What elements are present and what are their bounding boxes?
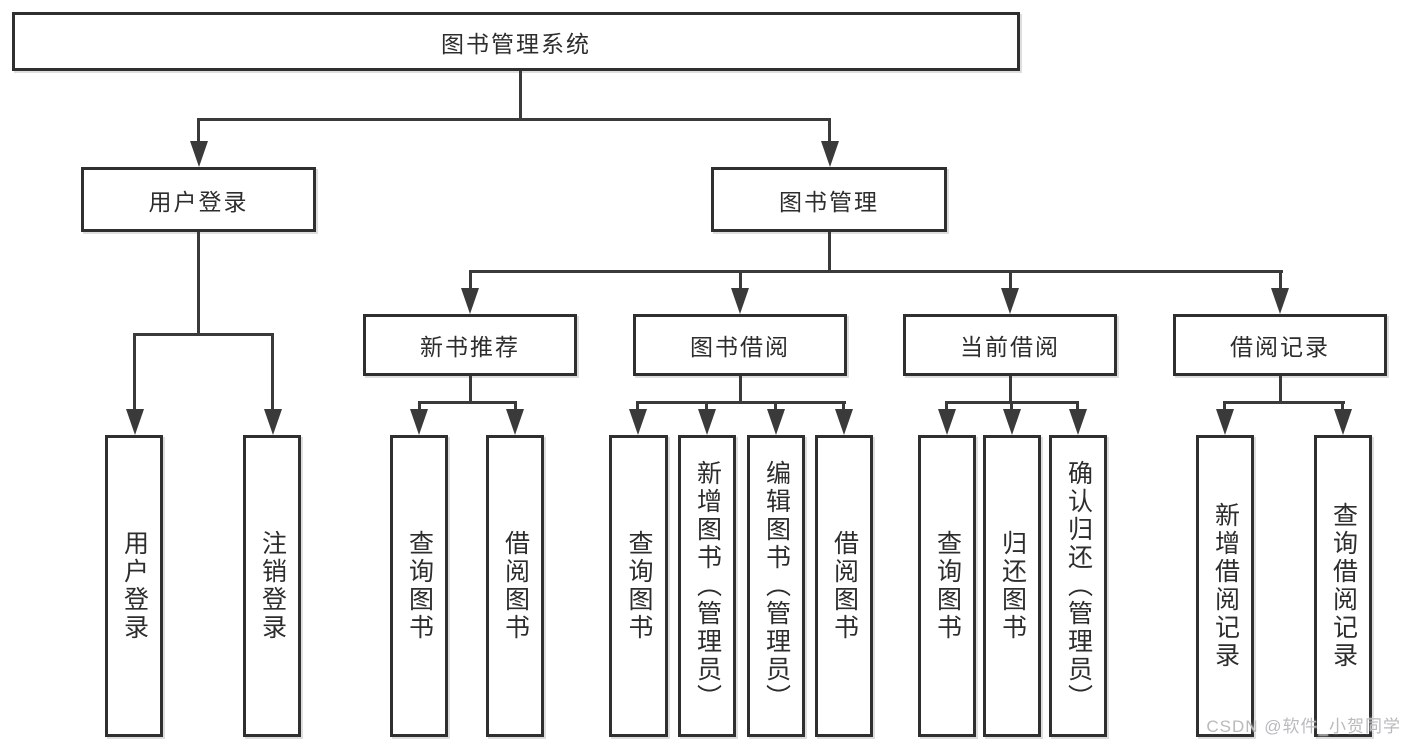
leaf-logout: 注销登录 <box>243 435 301 737</box>
arrow-down-icon <box>731 288 749 314</box>
leaf-user-login: 用户登录 <box>105 435 163 737</box>
arrow-down-icon <box>461 288 479 314</box>
connector-to-level3 <box>739 270 742 290</box>
arrow-down-icon <box>1334 409 1352 435</box>
arrow-down-icon <box>126 409 144 435</box>
arrow-down-icon <box>835 409 853 435</box>
connector-to-leaf <box>1076 401 1079 413</box>
connector-to-leaf <box>271 333 274 411</box>
connector-to-leaf <box>1341 401 1344 413</box>
node-borrow-record: 借阅记录 <box>1173 314 1387 376</box>
connector-borrow-record-split <box>1224 401 1345 404</box>
node-book-borrow: 图书借阅 <box>633 314 847 376</box>
connector-to-user-login <box>197 118 200 144</box>
arrow-down-icon <box>264 409 282 435</box>
arrow-down-icon <box>506 409 524 435</box>
connector-stub <box>1279 376 1282 404</box>
connector-stub <box>739 376 742 404</box>
csdn-watermark: CSDN @软件_小贺同学 <box>1206 717 1401 736</box>
leaf-query-books: 查询图书 <box>918 435 976 737</box>
connector-new-book-split <box>418 401 517 404</box>
connector-to-leaf <box>418 401 421 413</box>
arrow-down-icon <box>1271 288 1289 314</box>
leaf-return-books: 归还图书 <box>983 435 1041 737</box>
arrow-down-icon <box>1003 409 1021 435</box>
leaf-add-books-admin: 新增图书（管理员） <box>678 435 736 737</box>
arrow-down-icon <box>1216 409 1234 435</box>
leaf-edit-books-admin: 编辑图书（管理员） <box>747 435 805 737</box>
connector-to-level3 <box>1279 270 1282 290</box>
connector-root-stub <box>519 71 522 120</box>
node-new-book-recommend: 新书推荐 <box>363 314 577 376</box>
connector-user-login-split <box>133 333 274 336</box>
leaf-query-books: 查询图书 <box>609 435 668 737</box>
connector-level2-split <box>197 118 831 121</box>
leaf-query-books: 查询图书 <box>390 435 448 737</box>
leaf-query-borrow-record: 查询借阅记录 <box>1314 435 1372 737</box>
connector-to-leaf <box>705 401 708 413</box>
arrow-down-icon <box>698 409 716 435</box>
leaf-add-borrow-record: 新增借阅记录 <box>1196 435 1254 737</box>
connector-book-borrow-split <box>637 401 846 404</box>
connector-stub <box>1009 376 1012 404</box>
connector-user-login-stub <box>197 232 200 336</box>
arrow-down-icon <box>190 141 208 167</box>
connector-book-management-stub <box>828 232 831 272</box>
connector-to-level3 <box>469 270 472 290</box>
connector-to-level3 <box>1009 270 1012 290</box>
connector-to-leaf <box>1223 401 1226 413</box>
connector-level3-split <box>469 270 1283 273</box>
connector-to-leaf <box>133 333 136 411</box>
node-book-management: 图书管理 <box>711 167 947 232</box>
node-library-system: 图书管理系统 <box>12 12 1020 71</box>
arrow-down-icon <box>821 141 839 167</box>
arrow-down-icon <box>767 409 785 435</box>
connector-to-book-management <box>828 118 831 144</box>
node-user-login: 用户登录 <box>81 167 316 232</box>
arrow-down-icon <box>629 409 647 435</box>
leaf-confirm-return-admin: 确认归还（管理员） <box>1049 435 1107 737</box>
connector-to-leaf <box>945 401 948 413</box>
leaf-borrow-books: 借阅图书 <box>486 435 544 737</box>
connector-to-leaf <box>514 401 517 413</box>
arrow-down-icon <box>938 409 956 435</box>
connector-to-leaf <box>842 401 845 413</box>
node-current-borrow: 当前借阅 <box>903 314 1117 376</box>
arrow-down-icon <box>1069 409 1087 435</box>
connector-stub <box>469 376 472 404</box>
leaf-borrow-books: 借阅图书 <box>815 435 873 737</box>
connector-to-leaf <box>1010 401 1013 413</box>
arrow-down-icon <box>1001 288 1019 314</box>
connector-to-leaf <box>774 401 777 413</box>
arrow-down-icon <box>410 409 428 435</box>
connector-to-leaf <box>636 401 639 413</box>
